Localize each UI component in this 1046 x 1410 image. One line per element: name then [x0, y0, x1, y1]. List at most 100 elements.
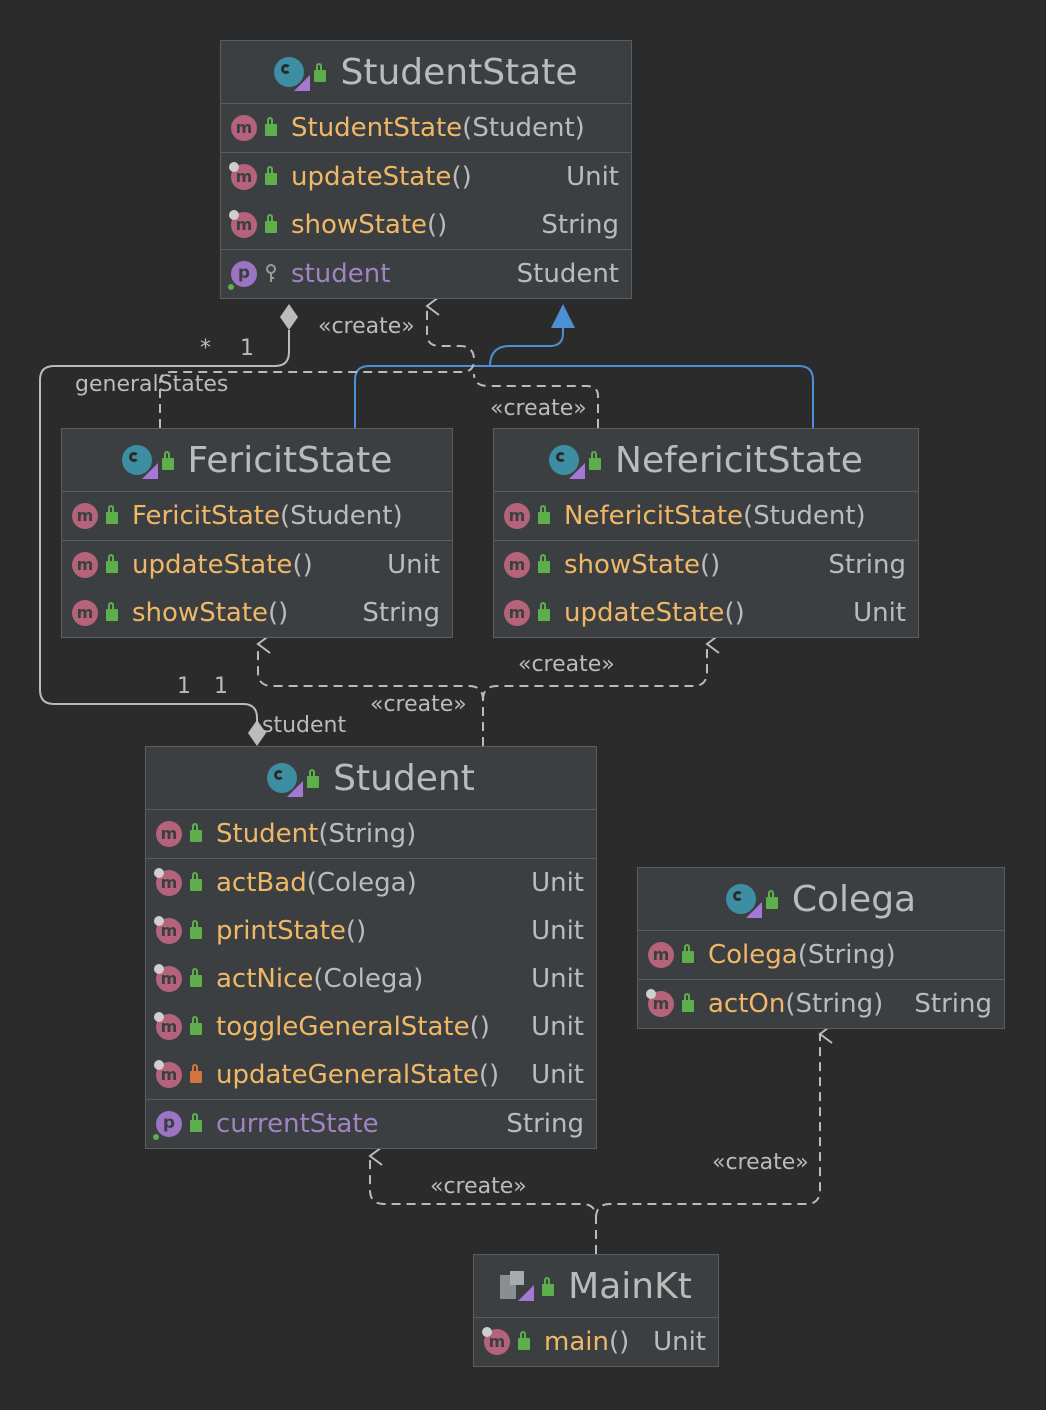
- methods-section: m showState() String m updateState() Uni…: [494, 541, 918, 637]
- class-title: FericitState: [187, 439, 393, 481]
- member-name: showState: [291, 210, 428, 240]
- public-lock-icon: [106, 602, 118, 621]
- public-lock-icon: [307, 769, 320, 788]
- mult-left: 1: [177, 674, 191, 699]
- member-name: actNice: [216, 964, 314, 994]
- member-name: showState: [132, 598, 269, 628]
- member-row[interactable]: m toggleGeneralState() Unit: [146, 1003, 596, 1051]
- public-lock-icon: [190, 823, 202, 842]
- member-name: NefericitState: [564, 501, 744, 531]
- class-fericit-state[interactable]: FericitState m FericitState(Student) m u…: [61, 428, 453, 638]
- member-params: (): [451, 162, 472, 192]
- member-row[interactable]: m showState() String: [221, 201, 631, 249]
- properties-section: p currentState String: [146, 1100, 596, 1148]
- member-params: (): [724, 598, 745, 628]
- method-icon: m: [646, 989, 674, 1017]
- role-general-states: generalStates: [75, 372, 228, 397]
- method-icon: m: [648, 942, 674, 968]
- member-name: actBad: [216, 868, 307, 898]
- member-row[interactable]: p currentState String: [146, 1100, 596, 1148]
- member-name: Colega: [708, 940, 798, 970]
- abstract-class-icon: [274, 57, 311, 91]
- public-lock-icon: [190, 968, 202, 987]
- public-lock-icon: [161, 451, 174, 470]
- member-name: student: [291, 259, 391, 289]
- public-lock-icon: [190, 1016, 202, 1035]
- member-row[interactable]: m updateState() Unit: [221, 153, 631, 201]
- method-icon: m: [504, 503, 530, 529]
- method-icon: m: [72, 600, 98, 626]
- property-icon: p: [153, 1111, 182, 1140]
- member-name: updateGeneralState: [216, 1060, 479, 1090]
- member-row[interactable]: m actNice(Colega) Unit: [146, 955, 596, 1003]
- inheritance-fericit: [354, 365, 814, 428]
- member-row[interactable]: m updateState() Unit: [494, 589, 918, 637]
- public-lock-icon: [682, 993, 694, 1012]
- member-row[interactable]: m updateGeneralState() Unit: [146, 1051, 596, 1099]
- member-row[interactable]: m printState() Unit: [146, 907, 596, 955]
- member-name: FericitState: [132, 501, 280, 531]
- class-colega[interactable]: Colega m Colega(String) m actOn(String) …: [637, 867, 1005, 1029]
- role-student: student: [262, 713, 346, 738]
- method-icon: m: [154, 868, 182, 896]
- class-student[interactable]: Student m Student(String) m actBad(Coleg…: [145, 746, 597, 1149]
- properties-section: p student Student: [221, 250, 631, 298]
- class-icon: [725, 884, 762, 918]
- methods-section: m updateState() Unit m showState() Strin…: [221, 153, 631, 250]
- public-lock-icon: [538, 602, 550, 621]
- create-label-2: «create»: [490, 396, 587, 421]
- member-row[interactable]: m StudentState(Student): [221, 104, 631, 152]
- member-row[interactable]: m actOn(String) String: [638, 980, 1004, 1028]
- member-params: (): [608, 1327, 630, 1357]
- public-lock-icon: [538, 554, 550, 573]
- create-label-3: «create»: [518, 652, 615, 677]
- member-params: (String): [797, 940, 896, 970]
- class-student-state[interactable]: StudentState m StudentState(Student) m u…: [220, 40, 632, 299]
- member-row[interactable]: m showState() String: [62, 589, 452, 637]
- constructor-section: m StudentState(Student): [221, 104, 631, 153]
- member-type: Unit: [531, 916, 584, 946]
- public-lock-icon: [265, 214, 277, 233]
- member-row[interactable]: m Student(String): [146, 810, 596, 858]
- member-row[interactable]: p student Student: [221, 250, 631, 298]
- composition-diamond-bottom: [248, 720, 266, 746]
- class-nefericit-state[interactable]: NefericitState m NefericitState(Student)…: [493, 428, 919, 638]
- class-main-kt[interactable]: MainKt m main() Unit: [473, 1254, 719, 1367]
- class-title: NefericitState: [615, 439, 863, 481]
- member-row[interactable]: m NefericitState(Student): [494, 492, 918, 540]
- public-lock-icon: [765, 890, 778, 909]
- member-row[interactable]: m FericitState(Student): [62, 492, 452, 540]
- member-row[interactable]: m showState() String: [494, 541, 918, 589]
- class-header: Student: [146, 747, 596, 810]
- public-lock-icon: [190, 920, 202, 939]
- member-row[interactable]: m Colega(String): [638, 931, 1004, 979]
- member-type: Unit: [653, 1327, 706, 1357]
- member-name: updateState: [132, 550, 293, 580]
- member-row[interactable]: m actBad(Colega) Unit: [146, 859, 596, 907]
- member-row[interactable]: m updateState() Unit: [62, 541, 452, 589]
- create-label-6: «create»: [712, 1150, 809, 1175]
- member-params: (Student): [279, 501, 403, 531]
- public-lock-icon: [542, 1277, 555, 1296]
- static-method-icon: m: [482, 1327, 510, 1355]
- member-type: String: [362, 598, 440, 628]
- public-lock-icon: [265, 166, 277, 185]
- create-fericit-to-state: [159, 296, 476, 428]
- methods-section: m actBad(Colega) Unit m printState() Uni…: [146, 859, 596, 1100]
- public-lock-icon: [190, 1113, 202, 1132]
- abstract-method-icon: m: [229, 210, 257, 238]
- member-name: actOn: [708, 989, 786, 1019]
- member-params: (Student): [462, 113, 585, 143]
- member-type: Unit: [531, 1012, 584, 1042]
- member-type: Student: [516, 259, 619, 289]
- member-params: (): [427, 210, 448, 240]
- class-title: MainKt: [568, 1265, 692, 1307]
- private-lock-icon: [190, 1064, 202, 1083]
- member-row[interactable]: m main() Unit: [474, 1318, 718, 1366]
- create-main-to-colega: [595, 1024, 833, 1219]
- method-icon: m: [154, 1012, 182, 1040]
- method-icon: m: [504, 552, 530, 578]
- member-type: String: [506, 1109, 584, 1139]
- class-header: Colega: [638, 868, 1004, 931]
